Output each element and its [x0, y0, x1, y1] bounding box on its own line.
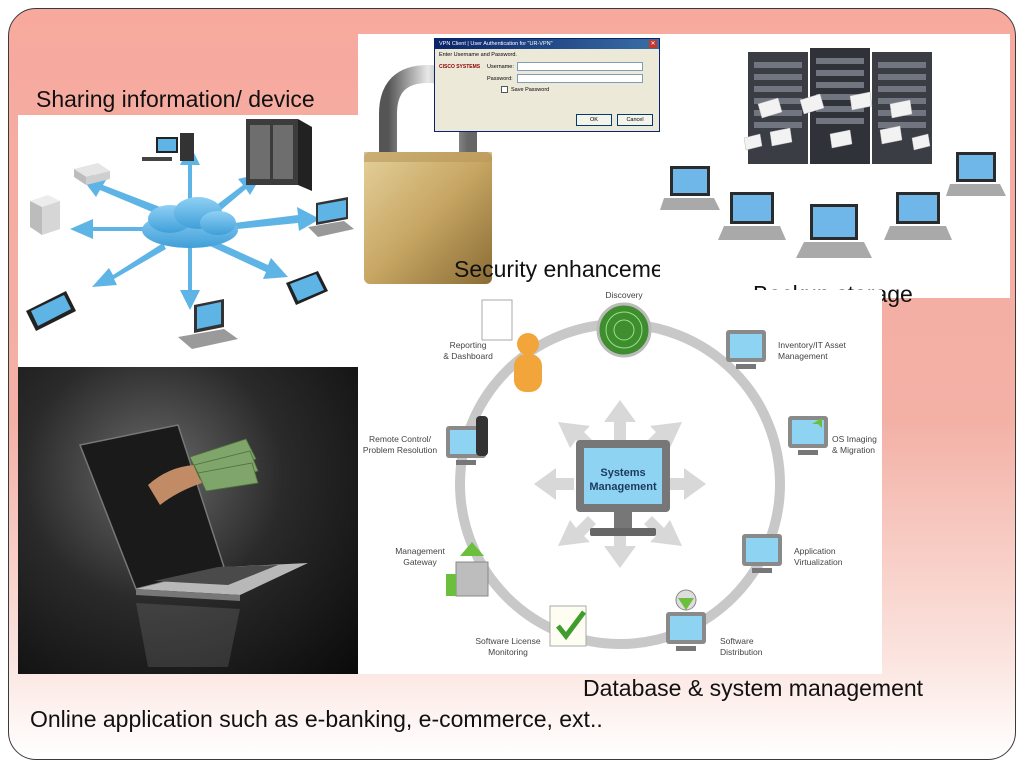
- save-password-row: Save Password: [501, 86, 655, 93]
- vpn-dialog-prompt: Enter Username and Password.: [439, 52, 517, 58]
- smartphone-left-icon: [26, 291, 76, 331]
- close-icon[interactable]: ✕: [649, 40, 657, 48]
- cancel-button[interactable]: Cancel: [617, 114, 653, 126]
- laptops-group: [660, 152, 1006, 258]
- password-input[interactable]: [517, 74, 643, 83]
- node-label-inventory-2: Management: [778, 351, 828, 361]
- laptop-reflection: [136, 603, 240, 667]
- vpn-dialog-buttons: OK Cancel: [576, 114, 653, 126]
- reporting-icon: [481, 299, 542, 392]
- paper-sheets-group: [743, 91, 931, 151]
- backup-illustration: [660, 48, 1006, 258]
- save-password-label: Save Password: [511, 86, 550, 93]
- vpn-dialog-titlebar: VPN Client | User Authentication for "UR…: [435, 39, 659, 49]
- center-arrows-group: [534, 400, 706, 568]
- software-license-icon: [549, 605, 587, 647]
- systems-management-svg: Systems Management DiscoveryInventory/IT…: [363, 290, 877, 657]
- network-sharing-image: [18, 115, 358, 367]
- node-label-software-license-2: Monitoring: [488, 647, 528, 657]
- vpn-username-row: CISCO SYSTEMS Username:: [439, 62, 655, 71]
- laptop-icon-4: [884, 192, 952, 240]
- server-icon: [246, 119, 312, 191]
- network-sharing-illustration: [26, 119, 354, 349]
- laptop-icon: [660, 166, 720, 210]
- laptop-bottom-icon: [178, 299, 238, 349]
- node-label-app-virtualization-2: Virtualization: [794, 557, 843, 567]
- software-distribution-icon: [666, 589, 706, 651]
- password-label: Password:: [487, 75, 513, 82]
- laptop-icon-2: [718, 192, 786, 240]
- node-label-management-gateway-1: Management: [395, 546, 445, 556]
- hand-with-cash-icon: [148, 438, 259, 505]
- node-label-software-distribution-2: Distribution: [720, 647, 763, 657]
- center-monitor-icon: [576, 440, 670, 536]
- vpn-dialog-title: VPN Client | User Authentication for "UR…: [439, 41, 553, 47]
- username-input[interactable]: [517, 62, 643, 71]
- os-imaging-icon: [788, 416, 828, 455]
- node-label-reporting-1: Reporting: [450, 340, 487, 350]
- ok-button[interactable]: OK: [576, 114, 612, 126]
- arrows-group: [70, 145, 320, 310]
- node-reporting: Reporting& Dashboard: [443, 299, 542, 392]
- center-title-line2: Management: [589, 481, 657, 493]
- sharing-label: Sharing information/ device: [36, 86, 315, 112]
- remote-control-icon: [446, 416, 488, 465]
- save-password-checkbox[interactable]: [501, 86, 508, 93]
- node-label-discovery-1: Discovery: [605, 290, 643, 300]
- management-gateway-icon: [446, 542, 489, 597]
- security-label: Security enhancement: [454, 256, 683, 282]
- cisco-logo: CISCO SYSTEMS: [439, 63, 481, 70]
- node-label-os-imaging-2: & Migration: [832, 445, 875, 455]
- vpn-password-row: Password:: [439, 74, 655, 83]
- node-remote-control: Remote Control/Problem Resolution: [363, 416, 488, 465]
- node-label-remote-control-1: Remote Control/: [369, 434, 432, 444]
- smartphone-icon: [286, 271, 328, 305]
- node-discovery: Discovery: [596, 290, 652, 358]
- laptop-icon: [78, 424, 308, 601]
- username-label: Username:: [487, 63, 514, 70]
- node-os-imaging: OS Imaging& Migration: [788, 416, 877, 455]
- app-virtualization-icon: [742, 534, 782, 573]
- node-label-reporting-2: & Dashboard: [443, 351, 493, 361]
- node-label-app-virtualization-1: Application: [794, 546, 836, 556]
- laptop-icon: [308, 197, 354, 237]
- discovery-icon: [596, 302, 652, 358]
- vpn-dialog-body: Enter Username and Password. CISCO SYSTE…: [435, 49, 659, 126]
- vpn-auth-dialog: VPN Client | User Authentication for "UR…: [434, 38, 660, 132]
- laptop-icon-5: [946, 152, 1006, 196]
- desktop-icon: [142, 133, 194, 161]
- backup-storage-image: [660, 34, 1010, 298]
- laptop-money-illustration: [78, 424, 308, 667]
- node-label-software-distribution-1: Software: [720, 636, 754, 646]
- node-label-os-imaging-1: OS Imaging: [832, 434, 877, 444]
- storage-box-icon: [30, 195, 60, 235]
- node-label-management-gateway-2: Gateway: [403, 557, 437, 567]
- inventory-icon: [726, 330, 766, 369]
- node-label-inventory-1: Inventory/IT Asset: [778, 340, 847, 350]
- database-label: Database & system management: [583, 675, 924, 701]
- cloud-icon: [142, 197, 238, 248]
- node-label-software-license-1: Software License: [475, 636, 540, 646]
- online-banking-image: [18, 367, 358, 674]
- laptop-icon-3: [796, 204, 872, 258]
- node-label-remote-control-2: Problem Resolution: [363, 445, 437, 455]
- router-icon: [74, 163, 110, 185]
- online-label: Online application such as e-banking, e-…: [30, 706, 603, 732]
- center-title-line1: Systems: [600, 467, 645, 479]
